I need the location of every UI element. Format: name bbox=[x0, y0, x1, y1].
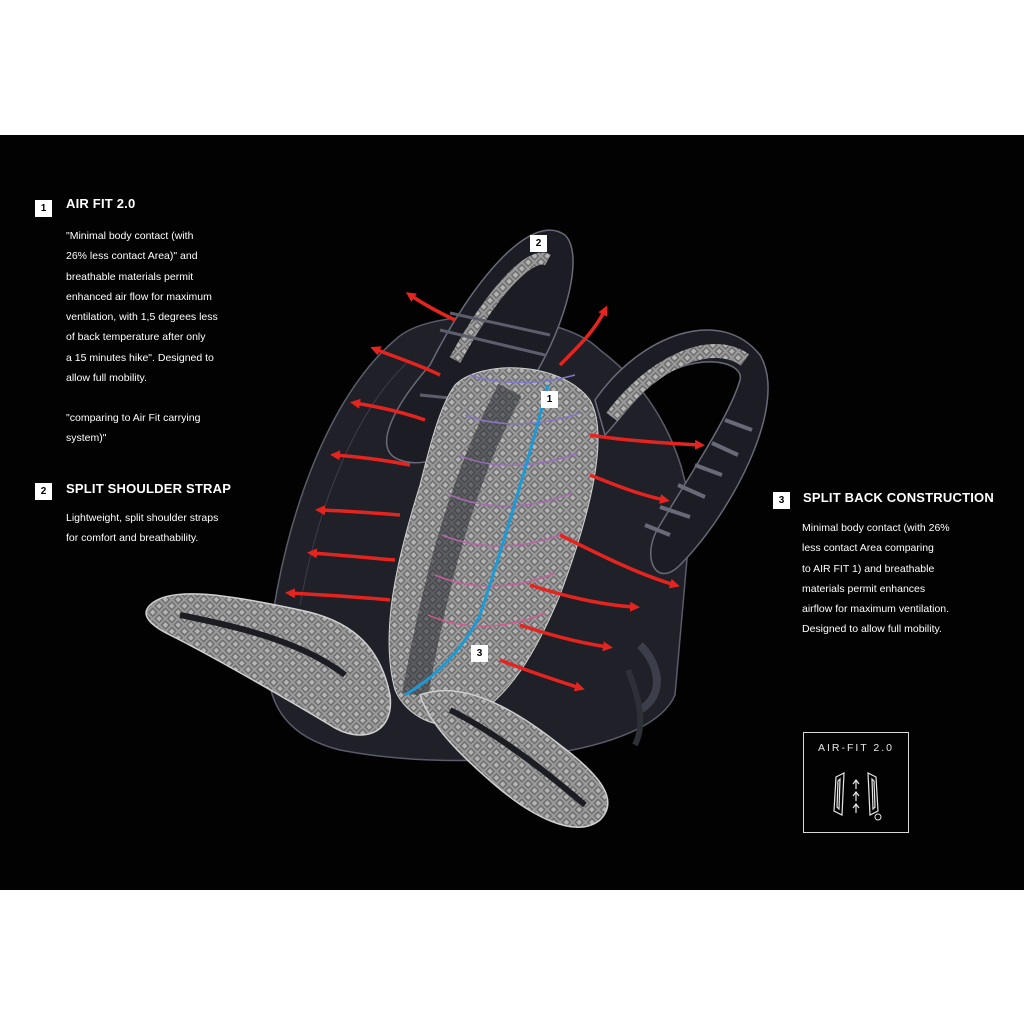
section-2-number: 2 bbox=[35, 483, 52, 500]
air-fit-logo: AIR-FIT 2.0 bbox=[803, 732, 909, 833]
hip-belt bbox=[419, 689, 609, 828]
section-1-title: AIR FIT 2.0 bbox=[66, 196, 136, 211]
backpack-illustration bbox=[145, 229, 769, 828]
feature-panel: 2 1 3 1 AIR FIT 2.0 "Minimal body contac… bbox=[0, 135, 1024, 890]
section-3-title: SPLIT BACK CONSTRUCTION bbox=[803, 490, 994, 505]
section-2-title: SPLIT SHOULDER STRAP bbox=[66, 481, 232, 496]
callout-badge-strap: 2 bbox=[530, 235, 547, 252]
section-1-body: "Minimal body contact (with 26% less con… bbox=[66, 230, 218, 385]
callout-badge-airfit: 1 bbox=[541, 391, 558, 408]
section-3-body: Minimal body contact (with 26% less cont… bbox=[802, 522, 950, 636]
section-2-body: Lightweight, split shoulder straps for c… bbox=[66, 512, 219, 545]
ventilation-arrows bbox=[285, 292, 705, 692]
spine-line bbox=[404, 384, 550, 697]
left-shoulder-strap bbox=[145, 593, 392, 736]
top-loop-strap bbox=[385, 229, 574, 464]
section-1-note: "comparing to Air Fit carrying system)" bbox=[66, 412, 201, 445]
air-fit-logo-label: AIR-FIT 2.0 bbox=[817, 742, 895, 754]
right-shoulder-strap bbox=[594, 329, 769, 747]
section-3-number: 3 bbox=[773, 492, 790, 509]
callout-badge-split-back: 3 bbox=[471, 645, 488, 662]
air-flow-icon bbox=[833, 772, 882, 821]
section-1-number: 1 bbox=[35, 200, 52, 217]
